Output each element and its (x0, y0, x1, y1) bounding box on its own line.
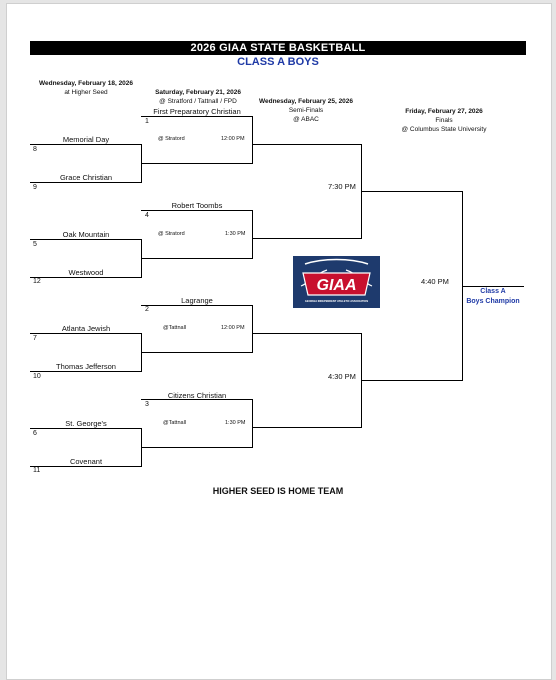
bracket-title: 2026 GIAA STATE BASKETBALL (30, 41, 526, 55)
logo-tagline: GEORGIA INDEPENDENT ATHLETIC ASSOCIATION (305, 299, 368, 303)
qf-team: Lagrange (181, 296, 213, 305)
quarterfinal-header: Saturday, February 21, 2026 @ Stratford … (140, 88, 256, 106)
r1-seed-top: 6 (33, 430, 37, 437)
bracket-line (141, 305, 252, 306)
bracket-line (141, 447, 252, 448)
quarterfinal-date: Saturday, February 21, 2026 (155, 89, 241, 96)
logo-text: GIAA (317, 277, 357, 294)
qf-seed: 4 (145, 212, 149, 219)
bracket-line (141, 352, 252, 353)
qf-seed: 2 (145, 306, 149, 313)
bracket-line (252, 399, 253, 448)
bracket-line (30, 277, 141, 278)
r1-team-top: Atlanta Jewish (61, 324, 111, 333)
bracket-line (141, 210, 252, 211)
r1-seed-top: 5 (33, 241, 37, 248)
round1-header: Wednesday, February 18, 2026 at Higher S… (28, 79, 144, 97)
r1-team-top: Oak Mountain (62, 230, 110, 239)
r1-team-top: St. George's (65, 419, 107, 428)
bracket-line (30, 239, 141, 240)
bracket-line (252, 238, 361, 239)
giaa-logo: GIAA GEORGIA INDEPENDENT ATHLETIC ASSOCI… (293, 256, 380, 308)
bracket-line (361, 380, 462, 381)
bracket-line (141, 258, 252, 259)
r1-team-bottom: Grace Christian (59, 173, 113, 182)
qf-time: 12:00 PM (221, 325, 245, 331)
qf-seed: 1 (145, 118, 149, 125)
bracket-line (141, 399, 252, 400)
bracket-line (30, 371, 141, 372)
semifinal-location: @ ABAC (293, 116, 319, 123)
round1-date: Wednesday, February 18, 2026 (38, 80, 134, 87)
semifinal-stage: Semi-Finals (288, 107, 324, 114)
bracket-line (252, 333, 361, 334)
final-time: 4:40 PM (421, 277, 449, 286)
r1-seed-bottom: 11 (33, 467, 41, 474)
bracket-line (252, 116, 253, 164)
bracket-line (361, 191, 462, 192)
r1-team-top: Memorial Day (62, 135, 110, 144)
qf-seed: 3 (145, 401, 149, 408)
r1-seed-top: 7 (33, 335, 37, 342)
bracket-line (252, 305, 253, 353)
r1-seed-bottom: 10 (33, 373, 41, 380)
qf-team: Robert Toombs (171, 201, 223, 210)
qf-venue: @ Stratord (158, 231, 185, 237)
r1-seed-top: 8 (33, 146, 37, 153)
r1-seed-bottom: 9 (33, 184, 37, 191)
bracket-line (30, 144, 141, 145)
champion-line2: Boys Champion (466, 298, 520, 305)
bracket-line (30, 428, 141, 429)
qf-venue: @Tattnall (163, 325, 187, 331)
bracket-line (30, 182, 141, 183)
qf-venue: @Tattnall (163, 420, 187, 426)
r1-team-bottom: Covenant (69, 457, 103, 466)
qf-time: 12:00 PM (221, 136, 245, 142)
quarterfinal-location: @ Stratford / Tattnall / FPD (159, 98, 237, 105)
semifinal-date: Wednesday, February 25, 2026 (258, 98, 354, 105)
bracket-line (252, 210, 253, 259)
final-location: @ Columbus State University (401, 126, 487, 133)
final-stage: Finals (435, 117, 453, 124)
sf-time: 7:30 PM (328, 182, 356, 191)
bracket-subtitle: CLASS A BOYS (237, 56, 319, 68)
r1-team-bottom: Thomas Jefferson (56, 362, 116, 371)
bracket-line (462, 286, 524, 287)
bracket-line (252, 144, 361, 145)
home-team-note: HIGHER SEED IS HOME TEAM (212, 486, 344, 496)
final-header: Friday, February 27, 2026 Finals @ Colum… (386, 107, 502, 134)
qf-team: First Preparatory Christian (153, 107, 241, 116)
bracket-line (141, 163, 252, 164)
round1-location: at Higher Seed (64, 89, 108, 96)
qf-time: 1:30 PM (225, 420, 246, 426)
bracket-line (141, 116, 252, 117)
bracket-page (6, 3, 552, 680)
champion-label: Class A Boys Champion (458, 287, 528, 307)
qf-time: 1:30 PM (225, 231, 246, 237)
final-date: Friday, February 27, 2026 (405, 108, 483, 115)
bracket-line (252, 427, 361, 428)
semifinal-header: Wednesday, February 25, 2026 Semi-Finals… (248, 97, 364, 124)
r1-team-bottom: Westwood (68, 268, 104, 277)
r1-seed-bottom: 12 (33, 278, 41, 285)
qf-team: Citizens Christian (167, 391, 227, 400)
bracket-line (30, 333, 141, 334)
sf-time: 4:30 PM (328, 372, 356, 381)
bracket-line (30, 466, 141, 467)
giaa-logo-graphic: GIAA GEORGIA INDEPENDENT ATHLETIC ASSOCI… (300, 258, 373, 303)
champion-line1: Class A (480, 288, 506, 295)
qf-venue: @ Stratord (158, 136, 185, 142)
